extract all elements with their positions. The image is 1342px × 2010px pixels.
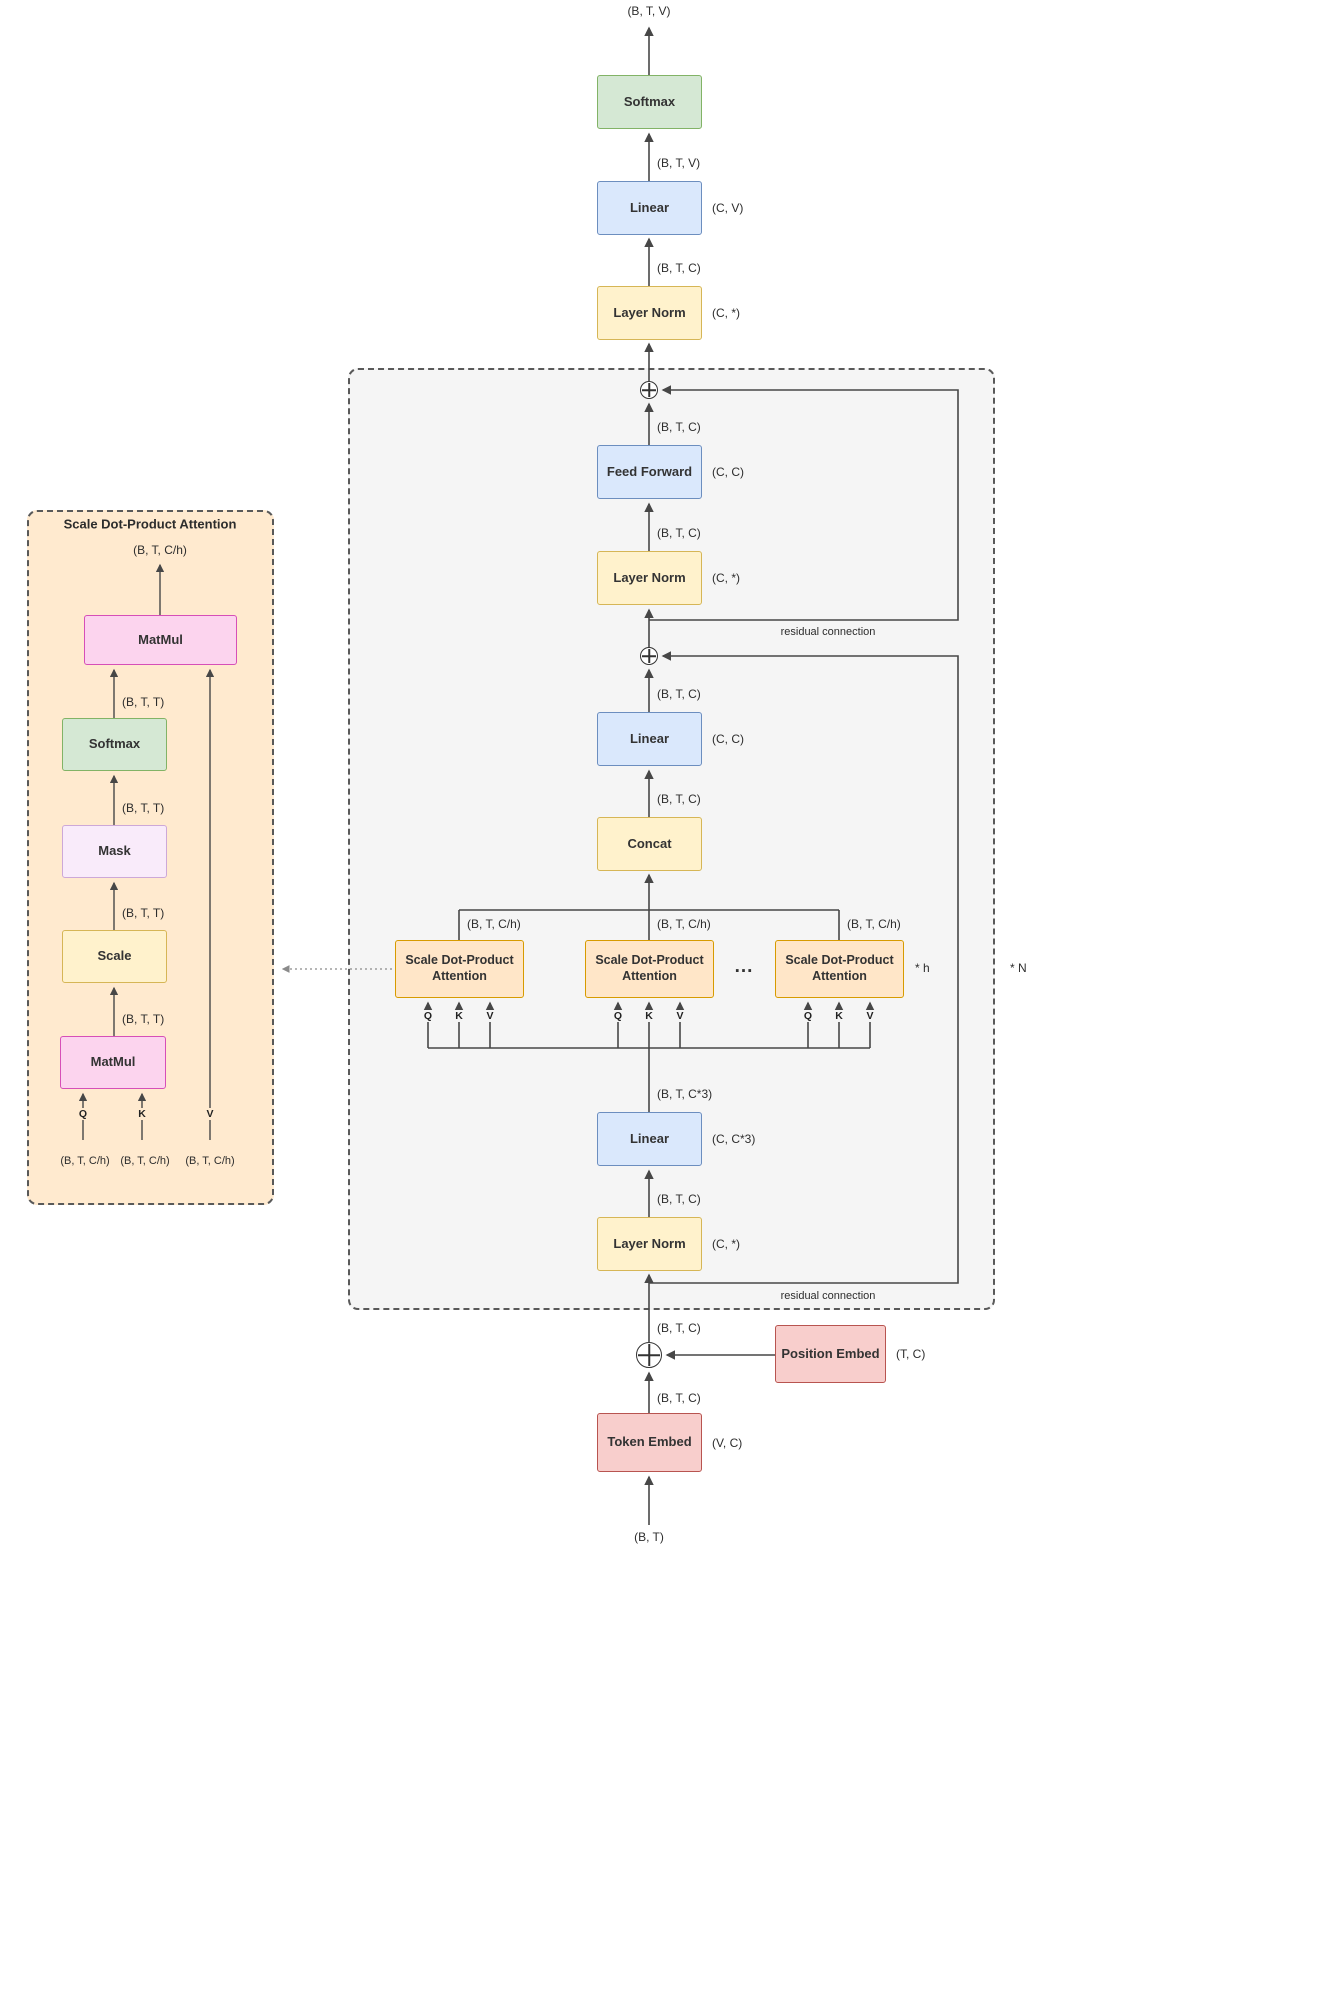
detail-out-dim-label: (B, T, C/h) bbox=[133, 543, 187, 557]
weight-dim-label: (C, C) bbox=[712, 465, 744, 479]
dim-label: (B, T, C) bbox=[657, 792, 701, 806]
node-token-embed: Token Embed bbox=[597, 1413, 702, 1472]
add-icon-block-output bbox=[640, 381, 658, 399]
weight-dim-label: (T, C) bbox=[896, 1347, 926, 1361]
weight-dim-label: (C, *) bbox=[712, 571, 740, 585]
node-attention-head-2: Scale Dot-Product Attention bbox=[585, 940, 714, 998]
node-scale: Scale bbox=[62, 930, 167, 983]
q-label: Q bbox=[76, 1108, 90, 1120]
dim-label: (B, T, C) bbox=[657, 1321, 701, 1335]
residual-label-lower: residual connection bbox=[780, 1290, 876, 1302]
dim-label: (B, T, V) bbox=[657, 156, 701, 170]
v-label: V bbox=[484, 1010, 496, 1022]
node-linear-proj: Linear bbox=[597, 712, 702, 766]
v-label: V bbox=[674, 1010, 686, 1022]
k-label: K bbox=[643, 1010, 655, 1022]
detail-in-dim-label: (B, T, C/h) bbox=[185, 1155, 235, 1167]
detail-dim-label: (B, T, T) bbox=[122, 801, 165, 815]
v-label: V bbox=[204, 1108, 216, 1120]
k-label: K bbox=[833, 1010, 845, 1022]
node-linear-qkv: Linear bbox=[597, 1112, 702, 1166]
node-attention-head-3: Scale Dot-Product Attention bbox=[775, 940, 904, 998]
q-label: Q bbox=[611, 1010, 625, 1022]
dim-label: (B, T, C) bbox=[657, 687, 701, 701]
k-label: K bbox=[453, 1010, 465, 1022]
head-out-dim-label: (B, T, C/h) bbox=[657, 917, 711, 931]
dim-label: (B, T, C*3) bbox=[657, 1087, 713, 1101]
head-out-dim-label: (B, T, C/h) bbox=[467, 917, 521, 931]
detail-dim-label: (B, T, T) bbox=[122, 1012, 165, 1026]
ellipsis-label: ... bbox=[734, 956, 754, 977]
node-linear-head: Linear bbox=[597, 181, 702, 235]
weight-dim-label: (C, C*3) bbox=[712, 1132, 756, 1146]
dim-label: (B, T, C) bbox=[657, 526, 701, 540]
node-softmax-attn: Softmax bbox=[62, 718, 167, 771]
repeat-n-label: * N bbox=[1010, 961, 1027, 975]
k-label: K bbox=[136, 1108, 148, 1120]
weight-dim-label: (C, C) bbox=[712, 732, 744, 746]
weight-dim-label: (C, *) bbox=[712, 1237, 740, 1251]
node-attention-head-1: Scale Dot-Product Attention bbox=[395, 940, 524, 998]
weight-dim-label: (C, *) bbox=[712, 306, 740, 320]
dim-label: (B, T, C) bbox=[657, 1192, 701, 1206]
node-layer-norm-1: Layer Norm bbox=[597, 1217, 702, 1271]
dim-label: (B, T, C) bbox=[657, 420, 701, 434]
node-position-embed: Position Embed bbox=[775, 1325, 886, 1383]
weight-dim-label: (V, C) bbox=[712, 1436, 743, 1450]
weight-dim-label: (C, V) bbox=[712, 201, 744, 215]
repeat-h-label: * h bbox=[915, 961, 930, 975]
node-layer-norm-final: Layer Norm bbox=[597, 286, 702, 340]
detail-in-dim-label: (B, T, C/h) bbox=[120, 1155, 170, 1167]
add-icon-attention-output bbox=[640, 647, 658, 665]
add-icon-embedding bbox=[636, 1342, 662, 1368]
dim-label-output: (B, T, V) bbox=[627, 4, 671, 18]
q-label: Q bbox=[801, 1010, 815, 1022]
node-matmul-2: MatMul bbox=[84, 615, 237, 665]
dim-label-input: (B, T) bbox=[634, 1530, 664, 1544]
node-feed-forward: Feed Forward bbox=[597, 445, 702, 499]
dim-label: (B, T, C) bbox=[657, 261, 701, 275]
node-softmax-output: Softmax bbox=[597, 75, 702, 129]
q-label: Q bbox=[421, 1010, 435, 1022]
residual-label-upper: residual connection bbox=[780, 626, 876, 638]
detail-dim-label: (B, T, T) bbox=[122, 906, 165, 920]
v-label: V bbox=[864, 1010, 876, 1022]
node-concat: Concat bbox=[597, 817, 702, 871]
head-out-dim-label: (B, T, C/h) bbox=[847, 917, 901, 931]
detail-in-dim-label: (B, T, C/h) bbox=[60, 1155, 110, 1167]
dim-label: (B, T, C) bbox=[657, 1391, 701, 1405]
node-layer-norm-2: Layer Norm bbox=[597, 551, 702, 605]
detail-dim-label: (B, T, T) bbox=[122, 695, 165, 709]
node-matmul-1: MatMul bbox=[60, 1036, 166, 1089]
node-mask: Mask bbox=[62, 825, 167, 878]
detail-panel-title: Scale Dot-Product Attention bbox=[63, 516, 237, 532]
